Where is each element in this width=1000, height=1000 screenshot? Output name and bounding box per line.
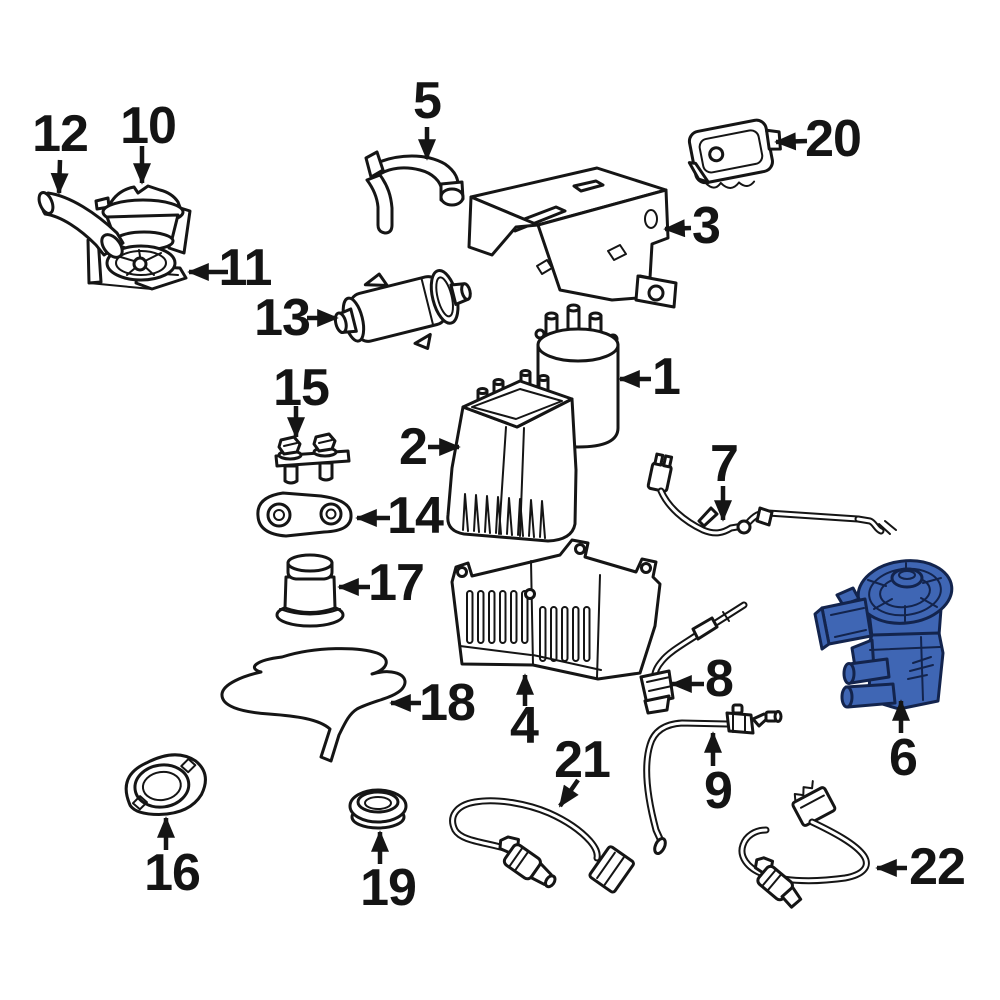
part-19-grommet-drawing bbox=[348, 788, 408, 830]
callout-20-label: 20 bbox=[805, 110, 862, 168]
part-16-gasket-drawing bbox=[124, 753, 207, 816]
callout-14-label: 14 bbox=[387, 487, 444, 545]
callout-11-label: 11 bbox=[218, 239, 273, 297]
part-6-purge-valve-highlighted-drawing bbox=[813, 559, 954, 711]
part-20-sensor-drawing bbox=[687, 118, 782, 189]
part-7-harness-drawing bbox=[646, 452, 897, 537]
part-21-oxygen-sensor-drawing bbox=[449, 797, 635, 894]
callout-22-label: 22 bbox=[909, 838, 966, 896]
callout-21-arrow bbox=[558, 778, 580, 808]
part-2-vapor-canister-drawing bbox=[446, 369, 578, 543]
callout-3-arrow bbox=[663, 219, 692, 238]
callout-2-label: 2 bbox=[399, 418, 428, 476]
part-18-hose-drawing bbox=[220, 647, 407, 763]
callout-8-label: 8 bbox=[705, 650, 734, 708]
part-13-filter-drawing bbox=[333, 269, 472, 351]
part-8-sensor-drawing bbox=[639, 601, 748, 715]
callout-19-label: 19 bbox=[360, 859, 417, 917]
callout-arrows bbox=[50, 127, 910, 877]
callout-12-arrow bbox=[50, 159, 69, 195]
callout-18-label: 18 bbox=[419, 674, 476, 732]
part-14-gasket-drawing bbox=[256, 491, 353, 538]
callout-16-label: 16 bbox=[144, 844, 201, 902]
part-15-bolts-drawing bbox=[274, 432, 351, 485]
part-10-air-pump-drawing bbox=[86, 184, 192, 291]
callout-4-label: 4 bbox=[510, 697, 539, 755]
callout-6-label: 6 bbox=[889, 729, 918, 787]
callout-21-label: 21 bbox=[554, 731, 611, 789]
part-22-oxygen-sensor-drawing bbox=[738, 780, 870, 909]
callout-3-label: 3 bbox=[692, 197, 721, 255]
callout-13-label: 13 bbox=[254, 289, 311, 347]
callout-7-label: 7 bbox=[710, 435, 739, 493]
callout-17-label: 17 bbox=[368, 554, 425, 612]
part-3-bracket-drawing bbox=[467, 166, 678, 309]
part-12-hose-drawing bbox=[37, 191, 125, 259]
part-17-grommet-drawing bbox=[275, 553, 345, 628]
part-5-hose-drawing bbox=[364, 150, 465, 235]
callout-10-label: 10 bbox=[120, 97, 177, 155]
callout-12-label: 12 bbox=[32, 105, 89, 163]
callout-5-label: 5 bbox=[413, 72, 442, 130]
callout-9-label: 9 bbox=[704, 762, 733, 820]
part-9-tube-drawing bbox=[643, 703, 783, 855]
callout-1-label: 1 bbox=[652, 348, 681, 406]
callout-20-arrow bbox=[774, 132, 808, 151]
part-4-bracket-drawing bbox=[450, 538, 662, 681]
callout-15-label: 15 bbox=[273, 359, 330, 417]
